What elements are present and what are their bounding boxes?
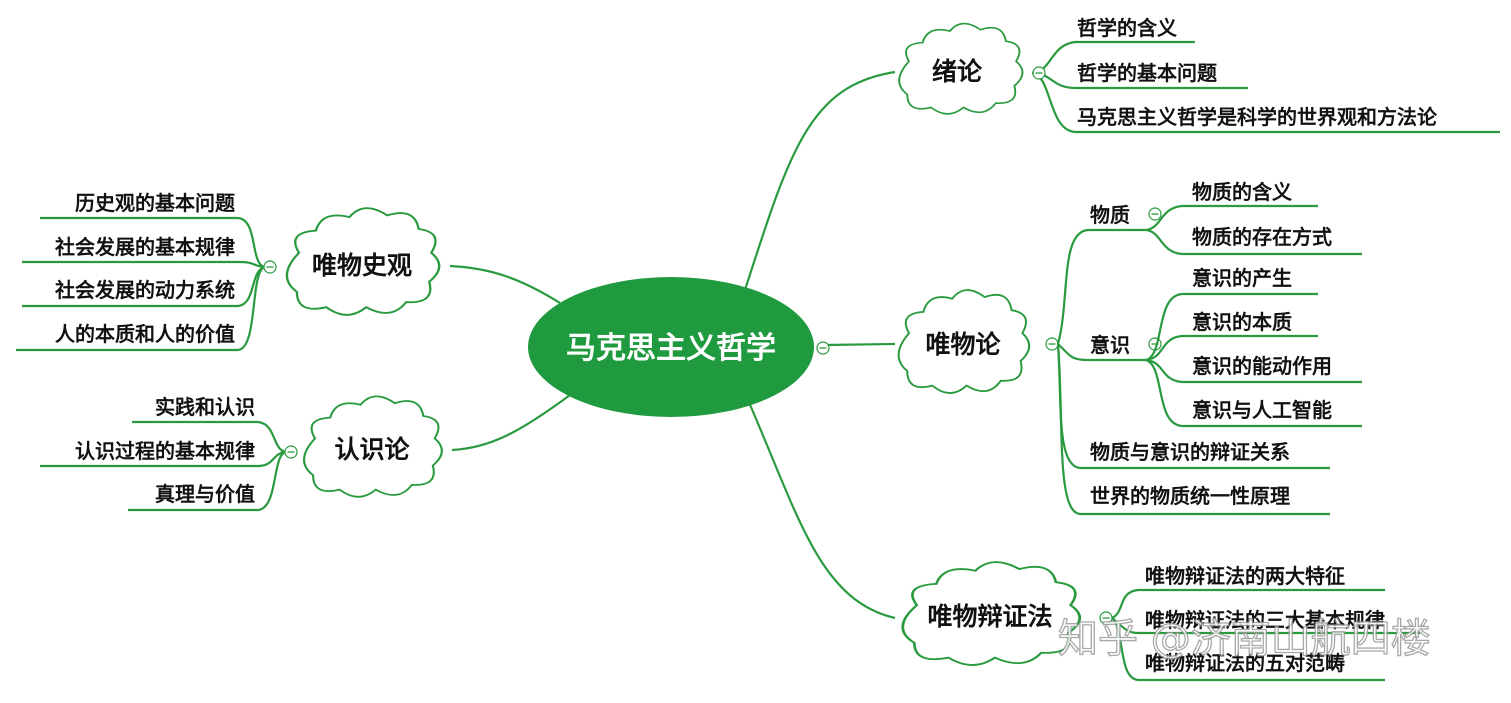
- leaf-label[interactable]: 物质与意识的辩证关系: [1090, 440, 1290, 464]
- node-label-lishiguan[interactable]: 唯物史观: [312, 251, 412, 280]
- edge: [22, 260, 265, 269]
- collapse-toggle-icon[interactable]: [284, 445, 298, 459]
- edge: [1145, 334, 1318, 362]
- collapse-toggle-icon[interactable]: [816, 341, 830, 355]
- edge: [1145, 358, 1362, 428]
- collapse-toggle-icon[interactable]: [1148, 207, 1162, 221]
- edge: [1145, 228, 1362, 256]
- collapse-toggle-icon[interactable]: [1032, 66, 1046, 80]
- root-connectors: [449, 70, 896, 620]
- watermark-text: 知乎 @济南山航四楼: [1058, 616, 1431, 662]
- edge: [40, 450, 286, 468]
- connector-renshilun: [451, 394, 571, 452]
- edge: [40, 216, 265, 269]
- leaf-label[interactable]: 实践和认识: [155, 395, 255, 419]
- leaf-label[interactable]: 意识与人工智能: [1192, 398, 1332, 422]
- leaf-label[interactable]: 意识的能动作用: [1192, 354, 1332, 378]
- edge: [16, 266, 265, 352]
- edge: [1056, 228, 1146, 345]
- branch-xulun: 绪论 哲学的含义 哲学的基本问题 马克思主义哲学是科学的世界观和方法论: [898, 16, 1500, 134]
- edge: [1145, 292, 1318, 362]
- leaf-label[interactable]: 马克思主义哲学是科学的世界观和方法论: [1077, 105, 1438, 129]
- edge: [1111, 617, 1385, 682]
- leaf-label[interactable]: 社会发展的动力系统: [54, 278, 235, 302]
- edge: [22, 265, 265, 308]
- leaf-label[interactable]: 哲学的基本问题: [1077, 61, 1218, 85]
- connector-weiwulun: [824, 342, 896, 347]
- leaf-label[interactable]: 社会发展的基本规律: [54, 235, 235, 259]
- branch-renshilun: 认识论 实践和认识 认识过程的基本规律 真理与价值: [40, 395, 443, 512]
- leaf-label[interactable]: 意识的产生: [1192, 266, 1292, 290]
- leaf-label[interactable]: 物质的含义: [1192, 180, 1292, 204]
- leaf-label[interactable]: 唯物辩证法的两大特征: [1145, 564, 1345, 588]
- edge: [1111, 588, 1385, 619]
- leaf-label[interactable]: 物质的存在方式: [1192, 225, 1332, 249]
- node-label-xulun[interactable]: 绪论: [932, 57, 983, 86]
- collapse-toggle-icon[interactable]: [263, 260, 277, 274]
- leaf-label[interactable]: 人的本质和人的价值: [55, 322, 235, 346]
- leaf-label[interactable]: 唯物辩证法的五对范畴: [1145, 651, 1345, 675]
- leaf-label[interactable]: 唯物辩证法的三大基本规律: [1145, 608, 1385, 632]
- branch-lishiguan: 唯物史观 历史观的基本问题 社会发展的基本规律 社会发展的动力系统 人的本质和人…: [16, 191, 441, 352]
- connector-xulun: [743, 70, 896, 291]
- leaf-label[interactable]: 认识过程的基本规律: [75, 439, 255, 463]
- edge: [132, 420, 286, 454]
- root-label: 马克思主义哲学: [566, 331, 776, 366]
- leaf-label[interactable]: 意识的本质: [1192, 310, 1292, 334]
- edge: [128, 451, 286, 512]
- node-label-yishi[interactable]: 意识: [1090, 333, 1130, 357]
- leaf-label[interactable]: 世界的物质统一性原理: [1090, 484, 1290, 508]
- edge: [1057, 343, 1146, 362]
- edge: [1145, 204, 1318, 232]
- collapse-toggle-icon[interactable]: [1045, 337, 1059, 351]
- branch-bianzhengfa: 唯物辩证法 唯物辩证法的两大特征 唯物辩证法的三大基本规律 唯物辩证法的五对范畴: [901, 560, 1420, 682]
- leaf-label[interactable]: 真理与价值: [155, 482, 255, 506]
- connector-lishiguan: [449, 264, 561, 304]
- connector-bianzhengfa: [746, 399, 896, 620]
- node-label-wuzhi[interactable]: 物质: [1090, 203, 1130, 227]
- edge: [1056, 343, 1330, 516]
- leaf-label[interactable]: 历史观的基本问题: [75, 191, 236, 215]
- node-label-renshilun[interactable]: 认识论: [334, 435, 410, 464]
- node-label-bianzhengfa[interactable]: 唯物辩证法: [927, 602, 1052, 631]
- edge: [1145, 358, 1362, 384]
- leaf-label[interactable]: 哲学的含义: [1077, 16, 1177, 40]
- branch-weiwulun: 唯物论 物质 物质的含义 物质的存在方式 意识 意识的产生 意识的本质 意识的能…: [897, 180, 1362, 516]
- root-node[interactable]: 马克思主义哲学: [528, 277, 830, 417]
- node-label-weiwulun[interactable]: 唯物论: [925, 330, 1001, 359]
